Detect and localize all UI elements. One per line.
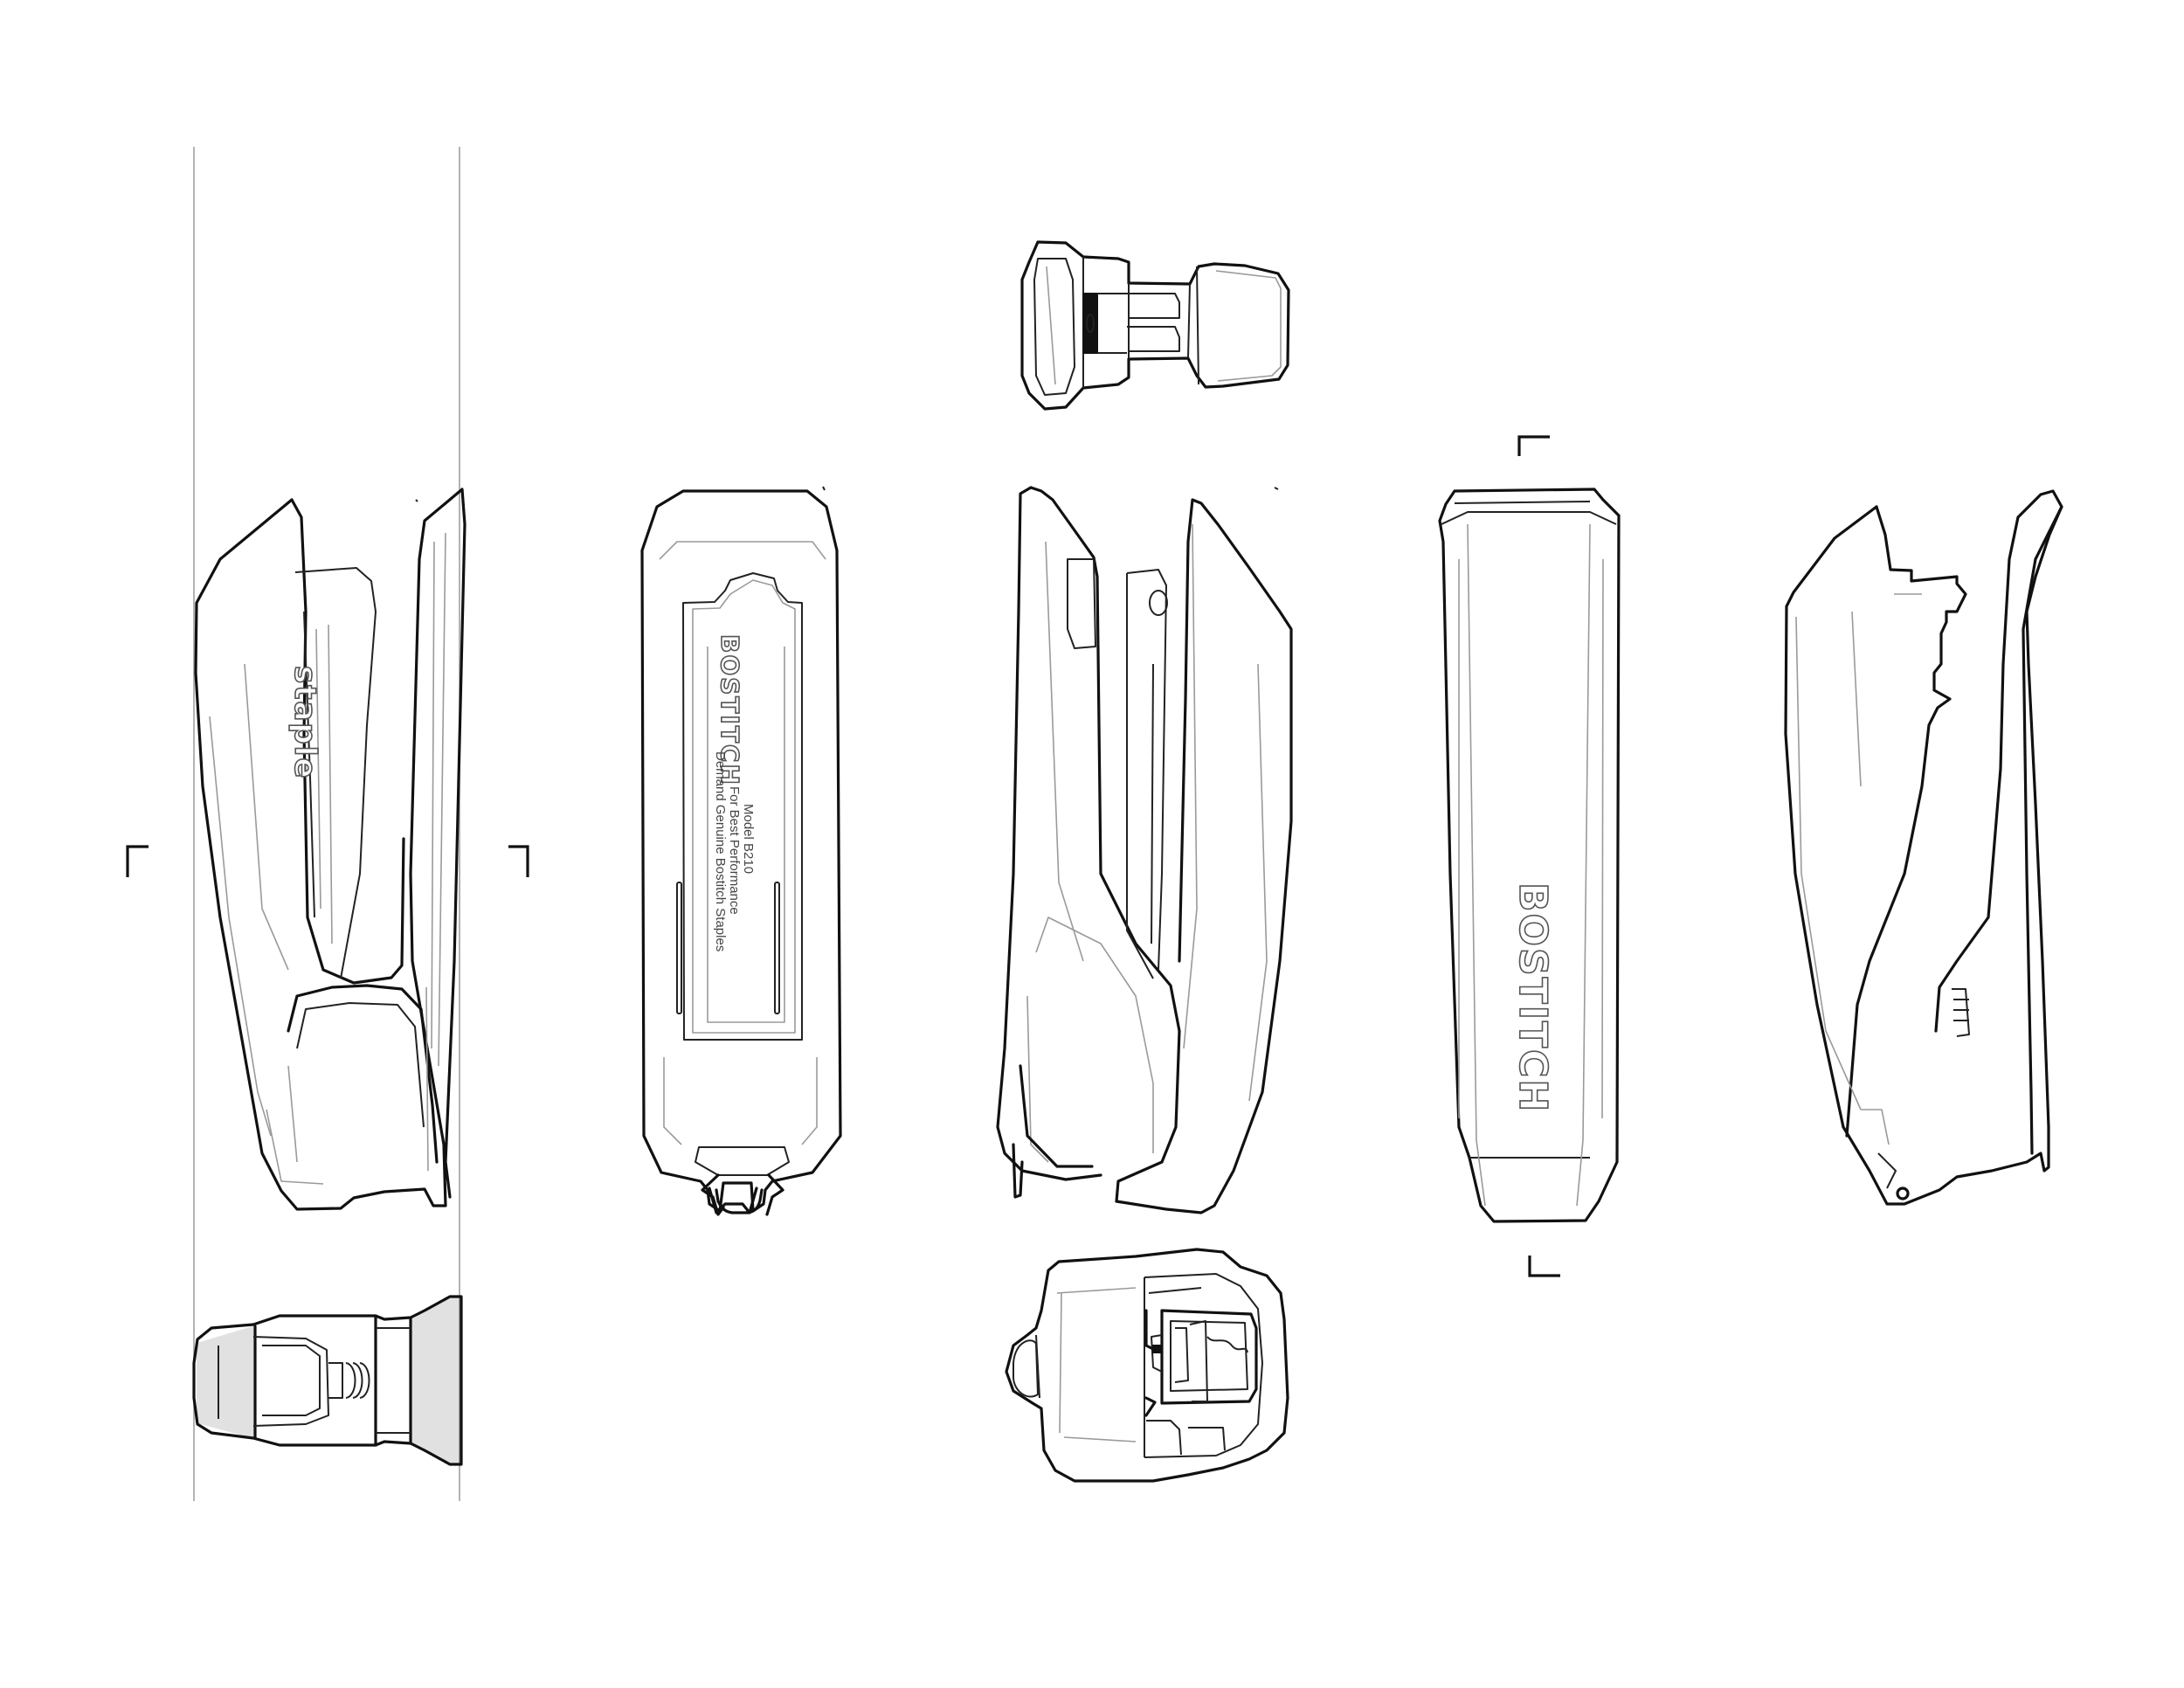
top-plan-view: BOSTITCH bbox=[1438, 488, 1621, 1223]
tick-mark bbox=[822, 486, 826, 491]
model-plate-line2: For Best Performance bbox=[727, 786, 742, 915]
far-right-side-view bbox=[1784, 489, 2063, 1206]
top-end-view bbox=[1020, 240, 1290, 411]
partial-brand-lettering: staple bbox=[287, 666, 322, 780]
crop-mark-right bbox=[508, 845, 529, 877]
model-plate-line3: Demand Genuine Bostitch Staples bbox=[713, 751, 728, 951]
model-plate-line1: Model B210 bbox=[741, 804, 756, 874]
base-brand-logo: BOSTITCH bbox=[715, 634, 744, 786]
rear-end-view bbox=[192, 1295, 463, 1466]
left-side-view: staple bbox=[194, 488, 467, 1211]
crop-mark-bottom bbox=[1528, 1256, 1560, 1277]
tick-mark bbox=[1274, 487, 1279, 490]
crop-mark-left bbox=[126, 845, 149, 877]
right-side-view bbox=[996, 486, 1293, 1214]
top-brand-logo: BOSTITCH bbox=[1510, 882, 1555, 1113]
tick-mark bbox=[415, 499, 418, 502]
base-plan-view: BOSTITCH Model B210 For Best Performance… bbox=[640, 489, 842, 1216]
front-end-view bbox=[1005, 1248, 1289, 1483]
crop-mark-top bbox=[1517, 435, 1550, 456]
